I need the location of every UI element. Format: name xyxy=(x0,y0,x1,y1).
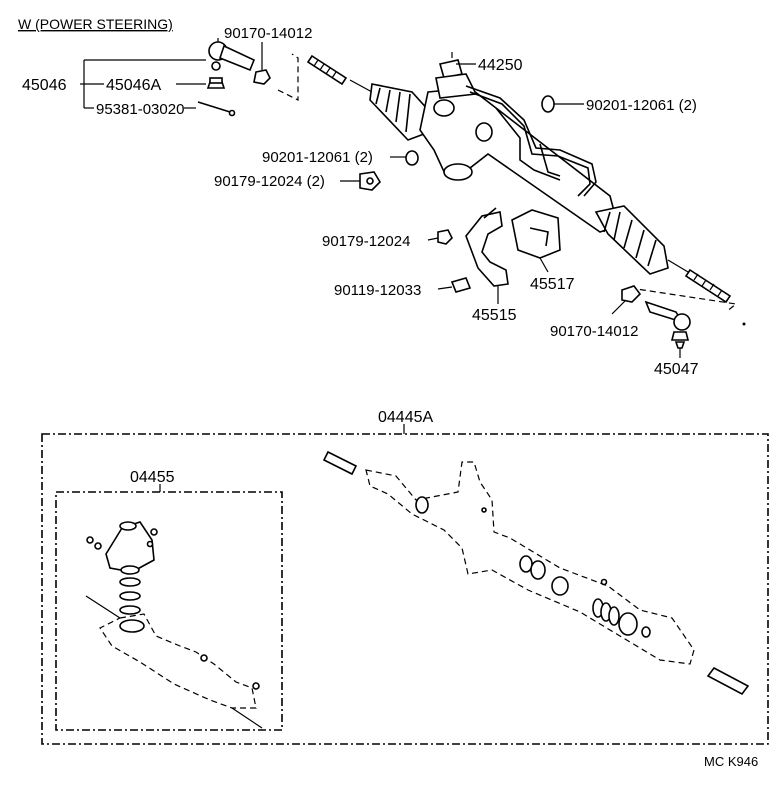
label-90170-14012-bottom: 90170-14012 xyxy=(550,323,638,340)
leader-lines xyxy=(80,42,681,492)
diagram-title: W (POWER STEERING) xyxy=(18,16,173,32)
kit-04455-parts xyxy=(85,521,263,729)
label-90170-14012-top: 90170-14012 xyxy=(224,25,312,42)
reference-code: MC K946 xyxy=(704,754,758,769)
label-90201-12061-left: 90201-12061 (2) xyxy=(262,149,373,166)
steering-boot-right xyxy=(594,205,689,275)
label-95381-03020: 95381-03020 xyxy=(96,101,184,118)
label-90179-12024-top: 90179-12024 (2) xyxy=(214,173,325,190)
label-90201-12061-right: 90201-12061 (2) xyxy=(586,97,697,114)
cotter-pin-95381 xyxy=(197,101,236,117)
castle-nut-45046a xyxy=(206,77,226,89)
label-04445a: 04445A xyxy=(378,409,433,426)
label-45046a: 45046A xyxy=(106,77,161,94)
label-45515: 45515 xyxy=(472,307,517,324)
tie-rod-end-right xyxy=(644,300,691,349)
label-04455: 04455 xyxy=(130,469,175,486)
rack-threaded-end-right xyxy=(684,268,732,304)
kit-04445a-rack-outline xyxy=(322,450,750,696)
label-90119-12033: 90119-12033 xyxy=(334,282,421,299)
label-44250: 44250 xyxy=(478,57,523,74)
bracket-45515 xyxy=(465,207,509,287)
lock-nut-bottom xyxy=(621,285,642,303)
rack-threaded-end-left xyxy=(306,54,373,93)
steering-boot-left xyxy=(369,83,431,141)
bolt-90119 xyxy=(450,277,472,293)
tie-rod-end-left xyxy=(208,38,256,72)
steering-gear-housing xyxy=(419,52,619,233)
label-45047: 45047 xyxy=(654,361,699,378)
label-45517: 45517 xyxy=(530,276,575,293)
bolt-90179-top xyxy=(359,171,382,191)
label-45046: 45046 xyxy=(22,77,67,94)
bolt-90179-mid xyxy=(437,229,453,245)
kit-04445a-box xyxy=(41,433,769,745)
dashed-guide-right xyxy=(629,287,738,313)
lock-nut-top xyxy=(253,69,271,85)
label-90179-12024-mid: 90179-12024 xyxy=(322,233,410,250)
kit-04455-box xyxy=(55,491,283,731)
grommet-45517 xyxy=(511,209,561,259)
dashed-guide-left xyxy=(277,53,299,101)
washer-90201-right xyxy=(541,95,555,113)
stray-dot xyxy=(742,322,746,326)
washer-90201-left xyxy=(405,150,419,166)
